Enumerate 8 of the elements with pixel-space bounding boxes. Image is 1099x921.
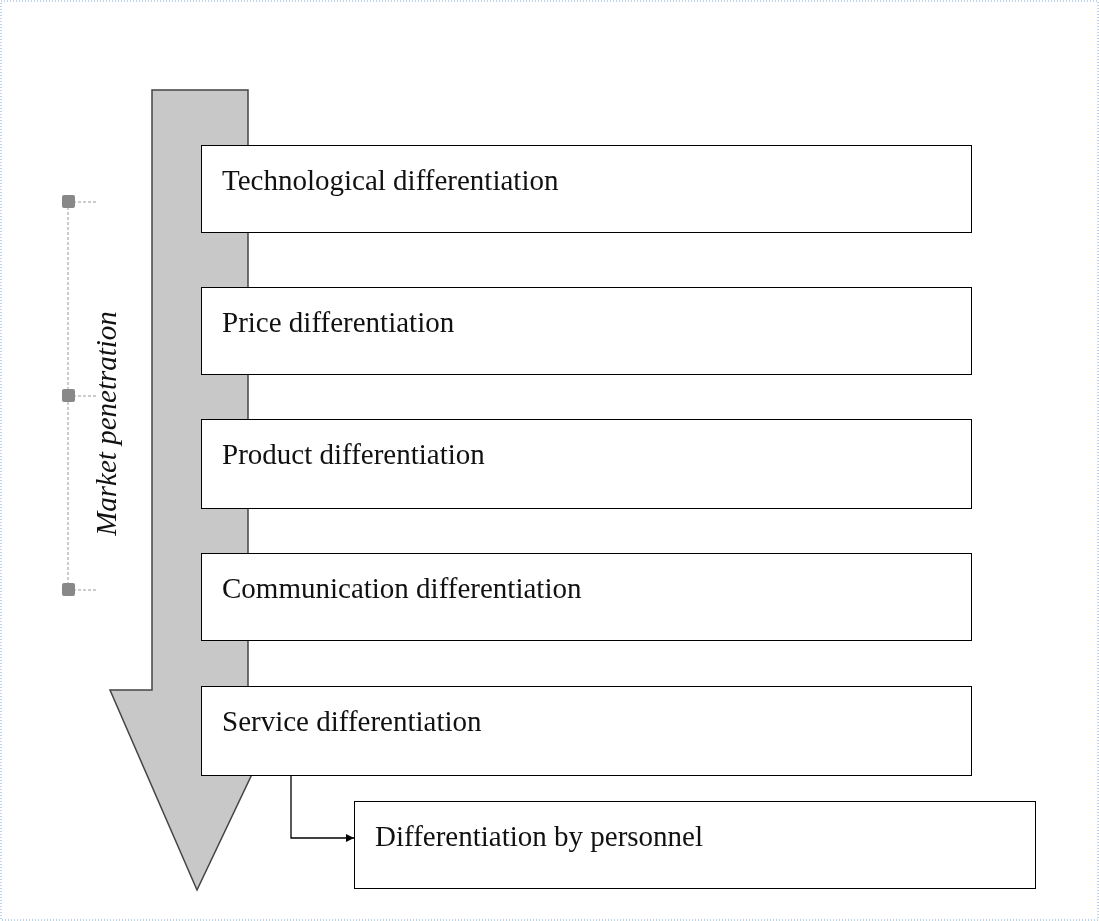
process-box: Communication differentiation (201, 553, 972, 641)
process-box: Differentiation by personnel (354, 801, 1036, 889)
process-box: Product differentiation (201, 419, 972, 509)
process-box: Price differentiation (201, 287, 972, 375)
process-box: Service differentiation (201, 686, 972, 776)
arrow (290, 775, 355, 842)
process-box: Technological differentiation (201, 145, 972, 233)
axis-label: Market penetration (89, 310, 123, 536)
